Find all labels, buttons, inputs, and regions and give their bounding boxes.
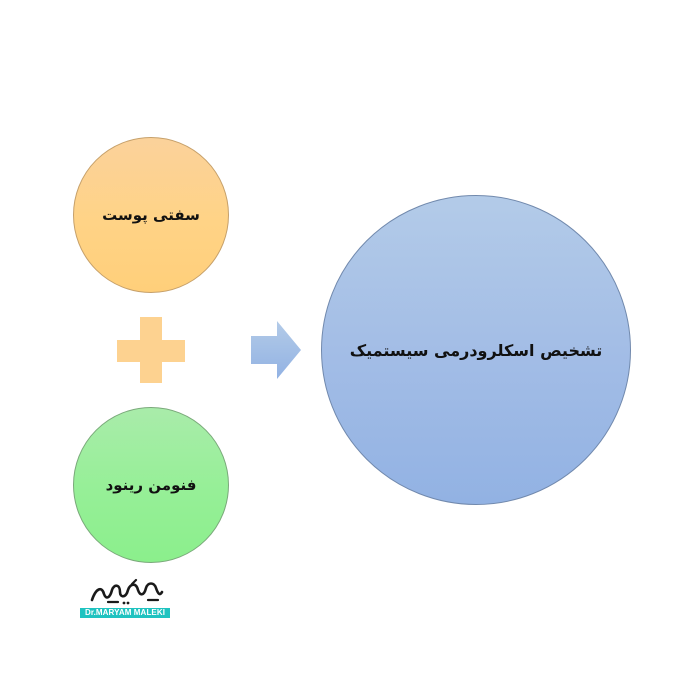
brand-logo: Dr.MARYAM MALEKI [80,578,172,620]
plus-icon [117,317,185,383]
skin-hardening-label: سفتی پوست [102,206,200,224]
plus-vertical-bar [140,317,162,383]
diagnosis-circle: تشخیص اسکلرودرمی سیستمیک [321,195,631,505]
raynaud-phenomenon-label: فنومن رینود [105,476,197,494]
right-arrow-icon [251,321,301,379]
skin-hardening-circle: سفتی پوست [73,137,229,293]
diagnosis-label: تشخیص اسکلرودرمی سیستمیک [349,340,603,360]
logo-name-band: Dr.MARYAM MALEKI [80,608,170,618]
raynaud-phenomenon-circle: فنومن رینود [73,407,229,563]
signature-logo-icon [90,578,164,605]
